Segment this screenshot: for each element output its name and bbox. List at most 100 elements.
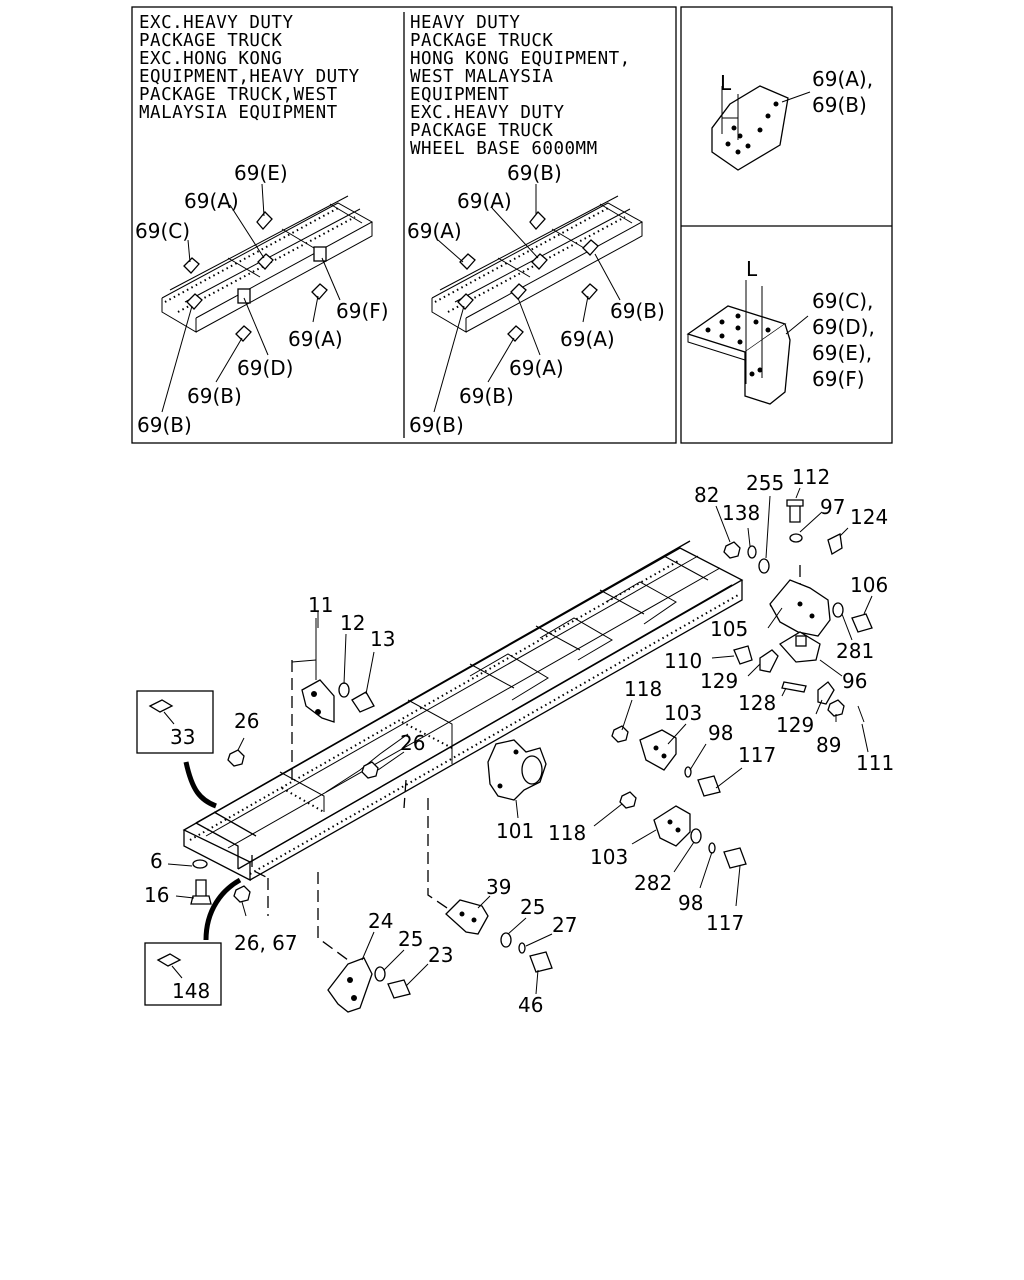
callout-138: 138: [722, 501, 760, 525]
callout-103-upper: 103: [664, 701, 702, 725]
callout-16: 16: [144, 883, 169, 907]
label-a-69a-mid: 69(A): [288, 327, 343, 351]
condition-b-line-5: EQUIPMENT: [410, 85, 509, 105]
condition-b-line-2: PACKAGE TRUCK: [410, 31, 553, 51]
bracket-103-upper: [639, 729, 677, 771]
callout-23: 23: [428, 943, 453, 967]
bracket-b-1: [529, 211, 546, 230]
callout-112: 112: [792, 465, 830, 489]
callout-118-lower: 118: [548, 821, 586, 845]
callout-103-lower: 103: [590, 845, 628, 869]
callout-46: 46: [518, 993, 543, 1017]
callouts: 82 138 255 112 97 124 106 105 281 110 12…: [144, 465, 894, 1017]
bracket-69b-2: [235, 325, 252, 342]
callout-128: 128: [738, 691, 776, 715]
callout-98-lower: 98: [678, 891, 703, 915]
callout-27: 27: [552, 913, 577, 937]
label-b-69b-bottom: 69(B): [409, 413, 464, 437]
bracket-105: [769, 579, 831, 637]
callout-26-mid: 26: [400, 731, 425, 755]
label-box-148: [144, 877, 242, 1006]
callout-26-67: 26, 67: [234, 931, 298, 955]
bracket-69f: [313, 246, 327, 262]
bracket-b-4: [582, 239, 599, 256]
condition-b-line-8: WHEEL BASE 6000MM: [410, 139, 598, 159]
bracket-11: [291, 618, 335, 723]
label-a-69c: 69(C): [135, 219, 190, 243]
condition-b-line-7: PACKAGE TRUCK: [410, 121, 553, 141]
callout-117-lower: 117: [706, 911, 744, 935]
label-b-69a-mid: 69(A): [560, 327, 615, 351]
label-69b: 69(B): [812, 93, 867, 117]
label-69d-comma: 69(D),: [812, 315, 875, 339]
inset-left-panel: EXC.HEAVY DUTY PACKAGE TRUCK EXC.HONG KO…: [131, 6, 677, 444]
inset-right-panel: L 69(A), 69(B) L 69(C), 69(D), 69(E), 69…: [680, 6, 893, 444]
bracket-b-2: [459, 253, 476, 270]
label-b-69a-top: 69(A): [457, 189, 512, 213]
label-a-69e: 69(E): [234, 161, 288, 185]
callout-101: 101: [496, 819, 534, 843]
condition-b-line-6: EXC.HEAVY DUTY: [410, 103, 565, 123]
callout-82: 82: [694, 483, 719, 507]
callout-148: 148: [172, 979, 210, 1003]
label-b-69a-low: 69(A): [509, 356, 564, 380]
callout-255: 255: [746, 471, 784, 495]
condition-a-line-6: MALAYSIA EQUIPMENT: [139, 103, 338, 123]
dim-l-bottom: L: [746, 257, 758, 281]
condition-b-line-1: HEAVY DUTY: [410, 13, 520, 33]
condition-b-line-4: WEST MALAYSIA: [410, 67, 553, 87]
callout-118-upper: 118: [624, 677, 662, 701]
callout-105: 105: [710, 617, 748, 641]
bracket-b-7: [457, 293, 474, 310]
clip-129-right: [817, 681, 835, 705]
callout-26-left: 26: [234, 709, 259, 733]
bracket-plate-cdef: L 69(C), 69(D), 69(E), 69(F): [686, 257, 875, 405]
callout-97: 97: [820, 495, 845, 519]
callout-117-upper: 117: [738, 743, 776, 767]
callout-39: 39: [486, 875, 511, 899]
bracket-39: [445, 899, 489, 935]
dim-l-top: L: [720, 71, 732, 95]
callout-6: 6: [150, 849, 163, 873]
callout-33: 33: [170, 725, 195, 749]
callout-13: 13: [370, 627, 395, 651]
label-b-69b-right: 69(B): [610, 299, 665, 323]
label-b-69a-left: 69(A): [407, 219, 462, 243]
bracket-b-5: [581, 283, 598, 300]
label-b-69b-mid: 69(B): [459, 384, 514, 408]
callout-124: 124: [850, 505, 888, 529]
label-a-69b-mid: 69(B): [187, 384, 242, 408]
label-a-69f: 69(F): [336, 299, 389, 323]
callout-11: 11: [308, 593, 333, 617]
hanger-bracket-101: [487, 739, 547, 801]
callout-25-lower: 25: [398, 927, 423, 951]
condition-a-line-3: EXC.HONG KONG: [139, 49, 282, 69]
bracket-69e: [256, 211, 273, 230]
callout-24: 24: [368, 909, 393, 933]
label-69c-comma: 69(C),: [812, 289, 873, 313]
callout-96: 96: [842, 669, 867, 693]
label-69f: 69(F): [812, 367, 865, 391]
label-a-69d: 69(D): [237, 356, 293, 380]
condition-a-line-5: PACKAGE TRUCK,WEST: [139, 85, 338, 105]
shackle-96: [778, 631, 821, 663]
callout-110: 110: [664, 649, 702, 673]
callout-281: 281: [836, 639, 874, 663]
callout-282: 282: [634, 871, 672, 895]
callout-12: 12: [340, 611, 365, 635]
callout-98-upper: 98: [708, 721, 733, 745]
mini-frame-b: 69(B) 69(A) 69(A) 69(B) 69(A) 69(A) 69(B…: [407, 161, 665, 437]
mini-frame-a: 69(E) 69(A) 69(C) 69(F) 69(A) 69(D) 69(B…: [135, 161, 389, 437]
bracket-b-3: [531, 253, 548, 270]
bracket-69a-2: [311, 283, 328, 300]
callout-129-right: 129: [776, 713, 814, 737]
bracket-69c: [183, 257, 200, 274]
callout-25-upper: 25: [520, 895, 545, 919]
fasteners: [190, 499, 873, 999]
chassis-frame: [182, 540, 801, 961]
clip-129-left: [759, 649, 779, 673]
condition-b-line-3: HONG KONG EQUIPMENT,: [410, 49, 631, 69]
label-a-69a-top: 69(A): [184, 189, 239, 213]
bracket-69b-1: [186, 293, 203, 310]
condition-a-line-4: EQUIPMENT,HEAVY DUTY: [139, 67, 360, 87]
